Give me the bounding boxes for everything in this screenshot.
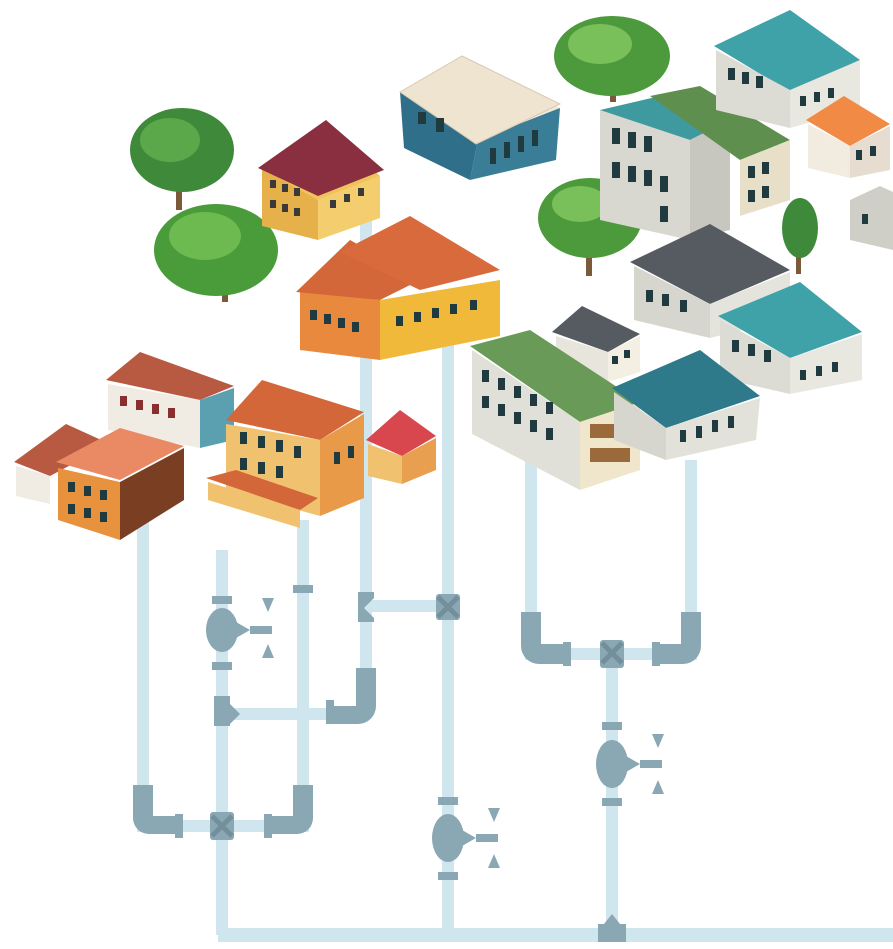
pipe-tee-icon	[358, 592, 374, 622]
house-icon	[56, 428, 184, 540]
pipe-elbow-icon	[657, 620, 701, 664]
pipe-joint-icon	[210, 812, 234, 840]
house-icon	[650, 86, 790, 216]
pipe-elbow-icon	[332, 672, 376, 724]
house-icon	[258, 120, 384, 240]
house-icon	[296, 216, 500, 360]
pipe-joint-icon	[436, 594, 460, 620]
house-icon	[206, 380, 364, 528]
house-icon	[718, 282, 862, 394]
pipe-tee-icon	[214, 696, 240, 726]
tree-icon	[554, 16, 670, 102]
pipe-fittings	[133, 585, 701, 942]
house-icon	[399, 55, 562, 180]
valve-icon	[432, 797, 500, 880]
house-icon	[14, 424, 110, 504]
house-icon	[806, 96, 890, 178]
house-icon	[850, 186, 893, 250]
tree-icon	[130, 108, 234, 210]
pipe-elbow-icon	[133, 790, 179, 834]
houses	[14, 10, 893, 540]
tree-icon	[782, 198, 818, 274]
pipe-elbow-icon	[267, 790, 313, 834]
house-icon	[612, 350, 760, 460]
pipe-network	[137, 210, 893, 942]
pipe-joint-icon	[600, 640, 624, 668]
pipe-elbow-icon	[521, 620, 565, 664]
valve-icon	[596, 722, 664, 806]
valve-icon	[206, 596, 274, 670]
house-icon	[366, 410, 436, 484]
pipe-tee-icon	[598, 914, 626, 942]
tree-icon	[154, 204, 278, 302]
